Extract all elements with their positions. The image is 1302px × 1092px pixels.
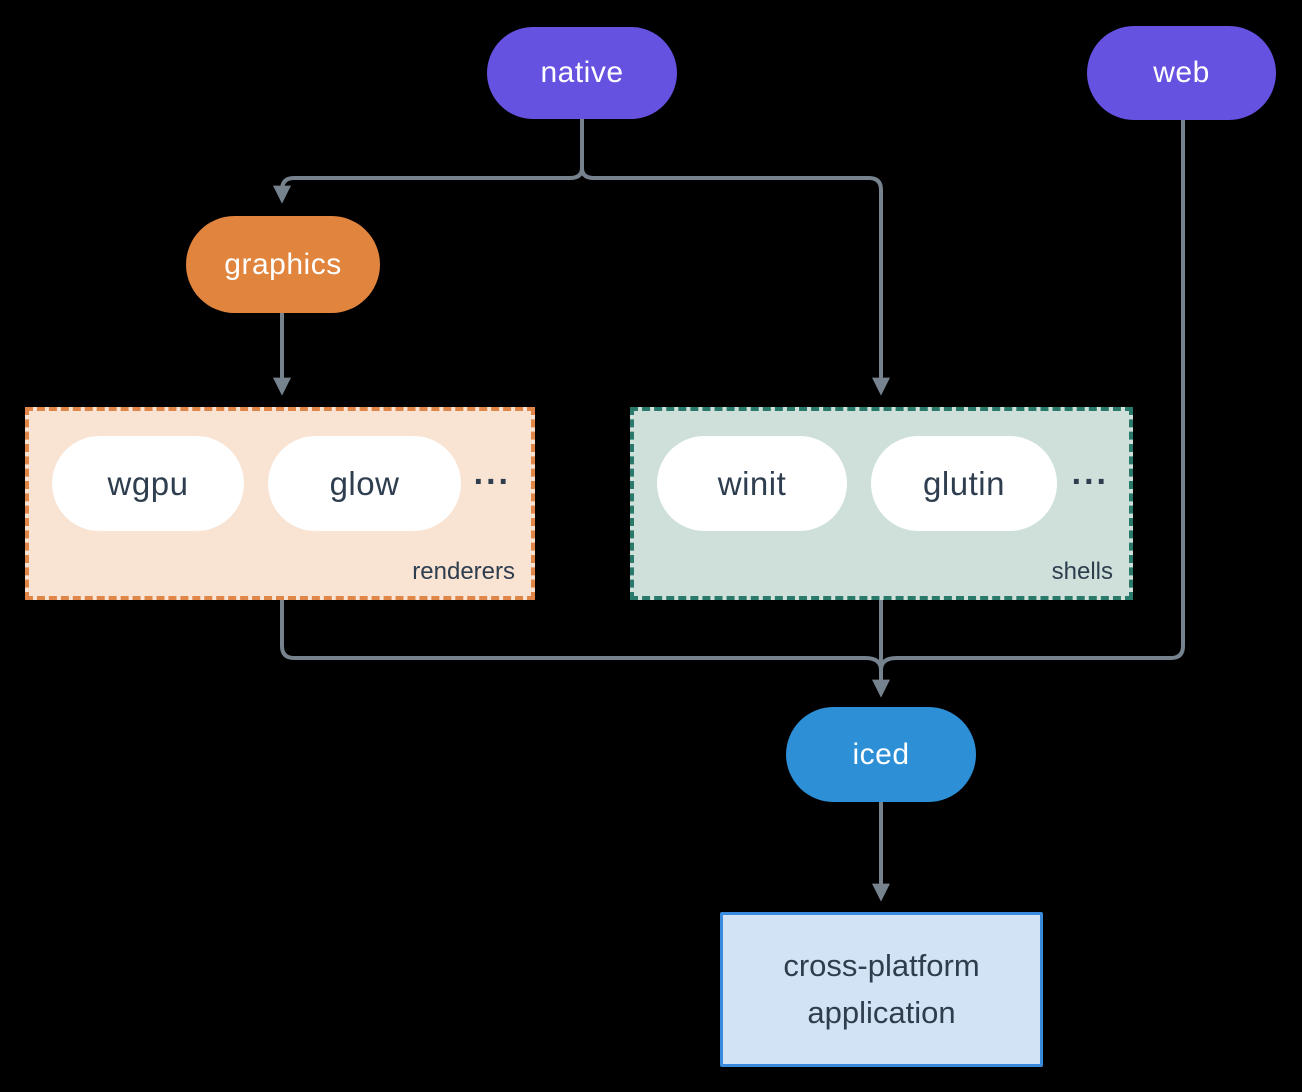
edge-renderers-merge — [280, 600, 883, 671]
group-renderers: wgpu glow ... renderers — [25, 407, 535, 600]
node-graphics: graphics — [186, 216, 380, 313]
node-wgpu: wgpu — [52, 436, 244, 531]
node-native-label: native — [540, 56, 624, 89]
node-glow: glow — [268, 436, 461, 531]
node-glow-label: glow — [329, 464, 400, 502]
renderers-group-label: renderers — [412, 558, 515, 585]
renderers-ellipsis: ... — [473, 454, 511, 492]
node-graphics-label: graphics — [224, 247, 342, 281]
node-iced-label: iced — [852, 737, 910, 771]
node-web-label: web — [1153, 56, 1210, 89]
edge-native-graphics — [273, 118, 584, 204]
edge-native-shells — [580, 118, 890, 396]
node-glutin: glutin — [871, 436, 1057, 531]
node-winit: winit — [657, 436, 847, 531]
group-shells: winit glutin ... shells — [630, 407, 1133, 600]
shells-group-label: shells — [1051, 558, 1113, 585]
node-winit-label: winit — [717, 464, 787, 502]
node-iced: iced — [786, 707, 976, 802]
node-native: native — [487, 27, 677, 119]
node-application: cross-platform application — [720, 912, 1043, 1067]
node-web: web — [1087, 26, 1276, 120]
node-glutin-label: glutin — [923, 464, 1005, 502]
node-application-label: cross-platform application — [783, 948, 980, 1030]
node-wgpu-label: wgpu — [107, 464, 189, 502]
shells-ellipsis: ... — [1071, 454, 1109, 492]
